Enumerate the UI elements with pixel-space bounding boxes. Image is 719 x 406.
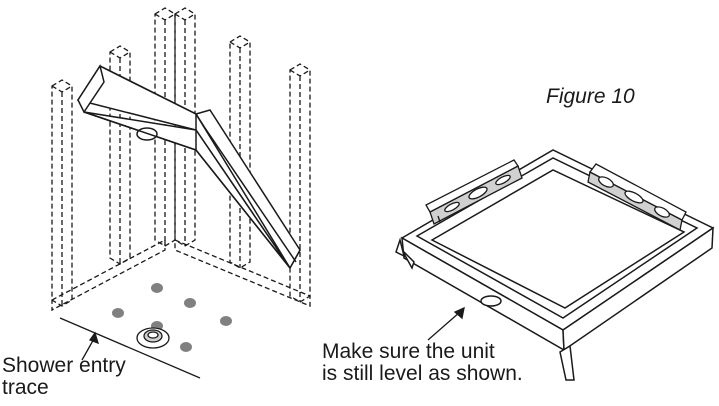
level-caption: Make sure the unit is still level as sho… <box>322 341 523 385</box>
spirit-level-right-icon <box>587 163 687 231</box>
drain-fitting-icon <box>136 327 170 349</box>
level-caption-line1: Make sure the unit <box>322 340 495 363</box>
base-drain-icon <box>480 295 502 307</box>
spirit-level-left-icon <box>425 159 523 225</box>
floor-edge-line <box>59 317 201 379</box>
stud-5 <box>229 35 251 269</box>
shower-pan-tilted <box>76 64 301 270</box>
level-caption-line2: is still level as shown. <box>322 362 523 385</box>
stud-6 <box>289 63 311 303</box>
stud-1 <box>51 79 73 307</box>
bottom-plate-right <box>174 239 311 307</box>
figure-title: Figure 10 <box>546 85 635 108</box>
wall-framing <box>51 7 311 312</box>
level-callout-arrow <box>427 306 465 341</box>
shower-entry-caption-line2: trace <box>2 376 49 399</box>
bottom-plate-left <box>51 238 166 312</box>
shower-entry-arrow <box>81 331 99 361</box>
shower-entry-caption-line1: Shower entry <box>2 354 126 377</box>
floor-plumbing-dots <box>112 283 232 352</box>
shower-entry-caption: Shower entry trace <box>2 355 126 399</box>
